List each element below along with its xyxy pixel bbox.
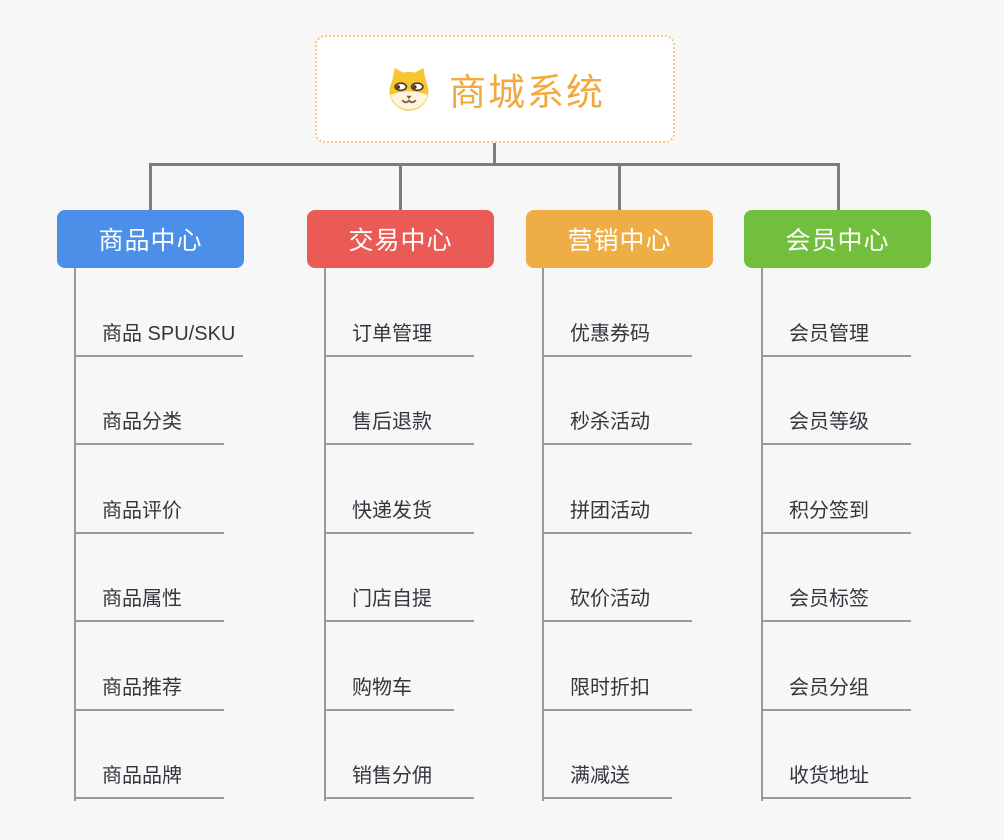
branch-spine-2: [324, 268, 326, 801]
topic-node[interactable]: 积分签到: [761, 445, 911, 534]
topic-node[interactable]: 购物车: [324, 622, 454, 711]
topic-column-marketing: 优惠券码 秒杀活动 拼团活动 砍价活动 限时折扣 满减送: [542, 268, 692, 799]
topic-node[interactable]: 商品推荐: [74, 622, 224, 711]
topic-node[interactable]: 售后退款: [324, 357, 474, 445]
shiba-dog-icon: [389, 68, 429, 111]
branch-label: 商品中心: [98, 227, 203, 255]
topic-node[interactable]: 门店自提: [324, 534, 474, 622]
topic-node[interactable]: 会员标签: [761, 534, 911, 622]
branch-node-member-center[interactable]: 会员中心: [744, 210, 931, 268]
root-title: 商城系统: [449, 72, 605, 113]
topic-node[interactable]: 会员等级: [761, 357, 911, 445]
connector-root-stem: [493, 143, 496, 164]
branch-node-trade-center[interactable]: 交易中心: [307, 210, 494, 268]
topic-column-trade: 订单管理 售后退款 快递发货 门店自提 购物车 销售分佣: [324, 268, 474, 799]
topic-node[interactable]: 会员管理: [761, 268, 911, 357]
topic-node[interactable]: 满减送: [542, 711, 672, 799]
topic-node[interactable]: 优惠券码: [542, 268, 692, 357]
topic-node[interactable]: 砍价活动: [542, 534, 692, 622]
topic-node[interactable]: 销售分佣: [324, 711, 474, 799]
connector-drop-2: [399, 163, 402, 210]
topic-node[interactable]: 收货地址: [761, 711, 911, 799]
topic-column-member: 会员管理 会员等级 积分签到 会员标签 会员分组 收货地址: [761, 268, 911, 799]
connector-drop-4: [837, 163, 840, 210]
topic-node[interactable]: 秒杀活动: [542, 357, 692, 445]
branch-node-product-center[interactable]: 商品中心: [57, 210, 244, 268]
branch-node-marketing-center[interactable]: 营销中心: [526, 210, 713, 268]
topic-node[interactable]: 会员分组: [761, 622, 911, 711]
branch-label: 会员中心: [785, 227, 890, 255]
topic-node[interactable]: 拼团活动: [542, 445, 692, 534]
root-node[interactable]: 商城系统: [315, 35, 675, 143]
connector-drop-1: [149, 163, 152, 210]
branch-label: 交易中心: [348, 227, 453, 255]
branch-spine-4: [761, 268, 763, 801]
topic-node[interactable]: 快递发货: [324, 445, 474, 534]
topic-node[interactable]: 订单管理: [324, 268, 474, 357]
topic-column-product: 商品 SPU/SKU 商品分类 商品评价 商品属性 商品推荐 商品品牌: [74, 268, 244, 799]
topic-node[interactable]: 商品属性: [74, 534, 224, 622]
connector-drop-3: [618, 163, 621, 210]
topic-node[interactable]: 商品评价: [74, 445, 224, 534]
connector-bus: [149, 163, 840, 166]
topic-node[interactable]: 限时折扣: [542, 622, 692, 711]
branch-spine-3: [542, 268, 544, 801]
branch-spine-1: [74, 268, 76, 801]
topic-node[interactable]: 商品品牌: [74, 711, 224, 799]
topic-node[interactable]: 商品 SPU/SKU: [74, 268, 244, 357]
branch-label: 营销中心: [567, 227, 672, 255]
topic-node[interactable]: 商品分类: [74, 357, 224, 445]
